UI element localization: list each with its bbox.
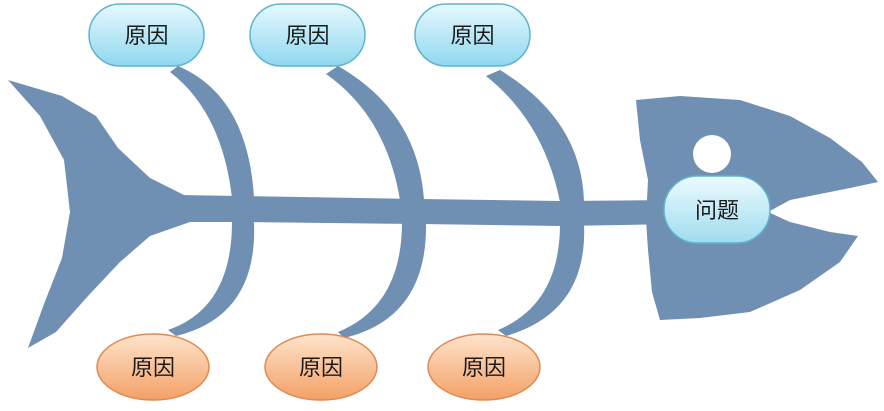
rib-bottom-3 (498, 224, 585, 336)
rib-top-2 (326, 66, 424, 200)
cause-bottom-2-label: 原因 (299, 356, 343, 381)
problem-box: 问题 (663, 175, 771, 244)
cause-top-3: 原因 (414, 3, 531, 67)
rib-top-3 (486, 70, 584, 202)
cause-bottom-1-label: 原因 (131, 356, 175, 381)
cause-top-3-label: 原因 (450, 24, 494, 49)
rib-bottom-2 (338, 222, 427, 338)
fish-eye (693, 135, 731, 173)
fish-spine (178, 195, 680, 226)
rib-bottom-1 (168, 222, 255, 336)
cause-bottom-3: 原因 (427, 333, 541, 401)
fish-tail (8, 80, 190, 348)
cause-bottom-2: 原因 (264, 333, 378, 401)
rib-top-1 (170, 66, 254, 198)
cause-bottom-3-label: 原因 (462, 356, 506, 381)
problem-label: 问题 (695, 199, 739, 224)
cause-top-1: 原因 (88, 3, 205, 67)
cause-top-2: 原因 (249, 3, 366, 67)
cause-bottom-1: 原因 (96, 333, 210, 401)
cause-top-1-label: 原因 (124, 24, 168, 49)
cause-top-2-label: 原因 (285, 24, 329, 49)
